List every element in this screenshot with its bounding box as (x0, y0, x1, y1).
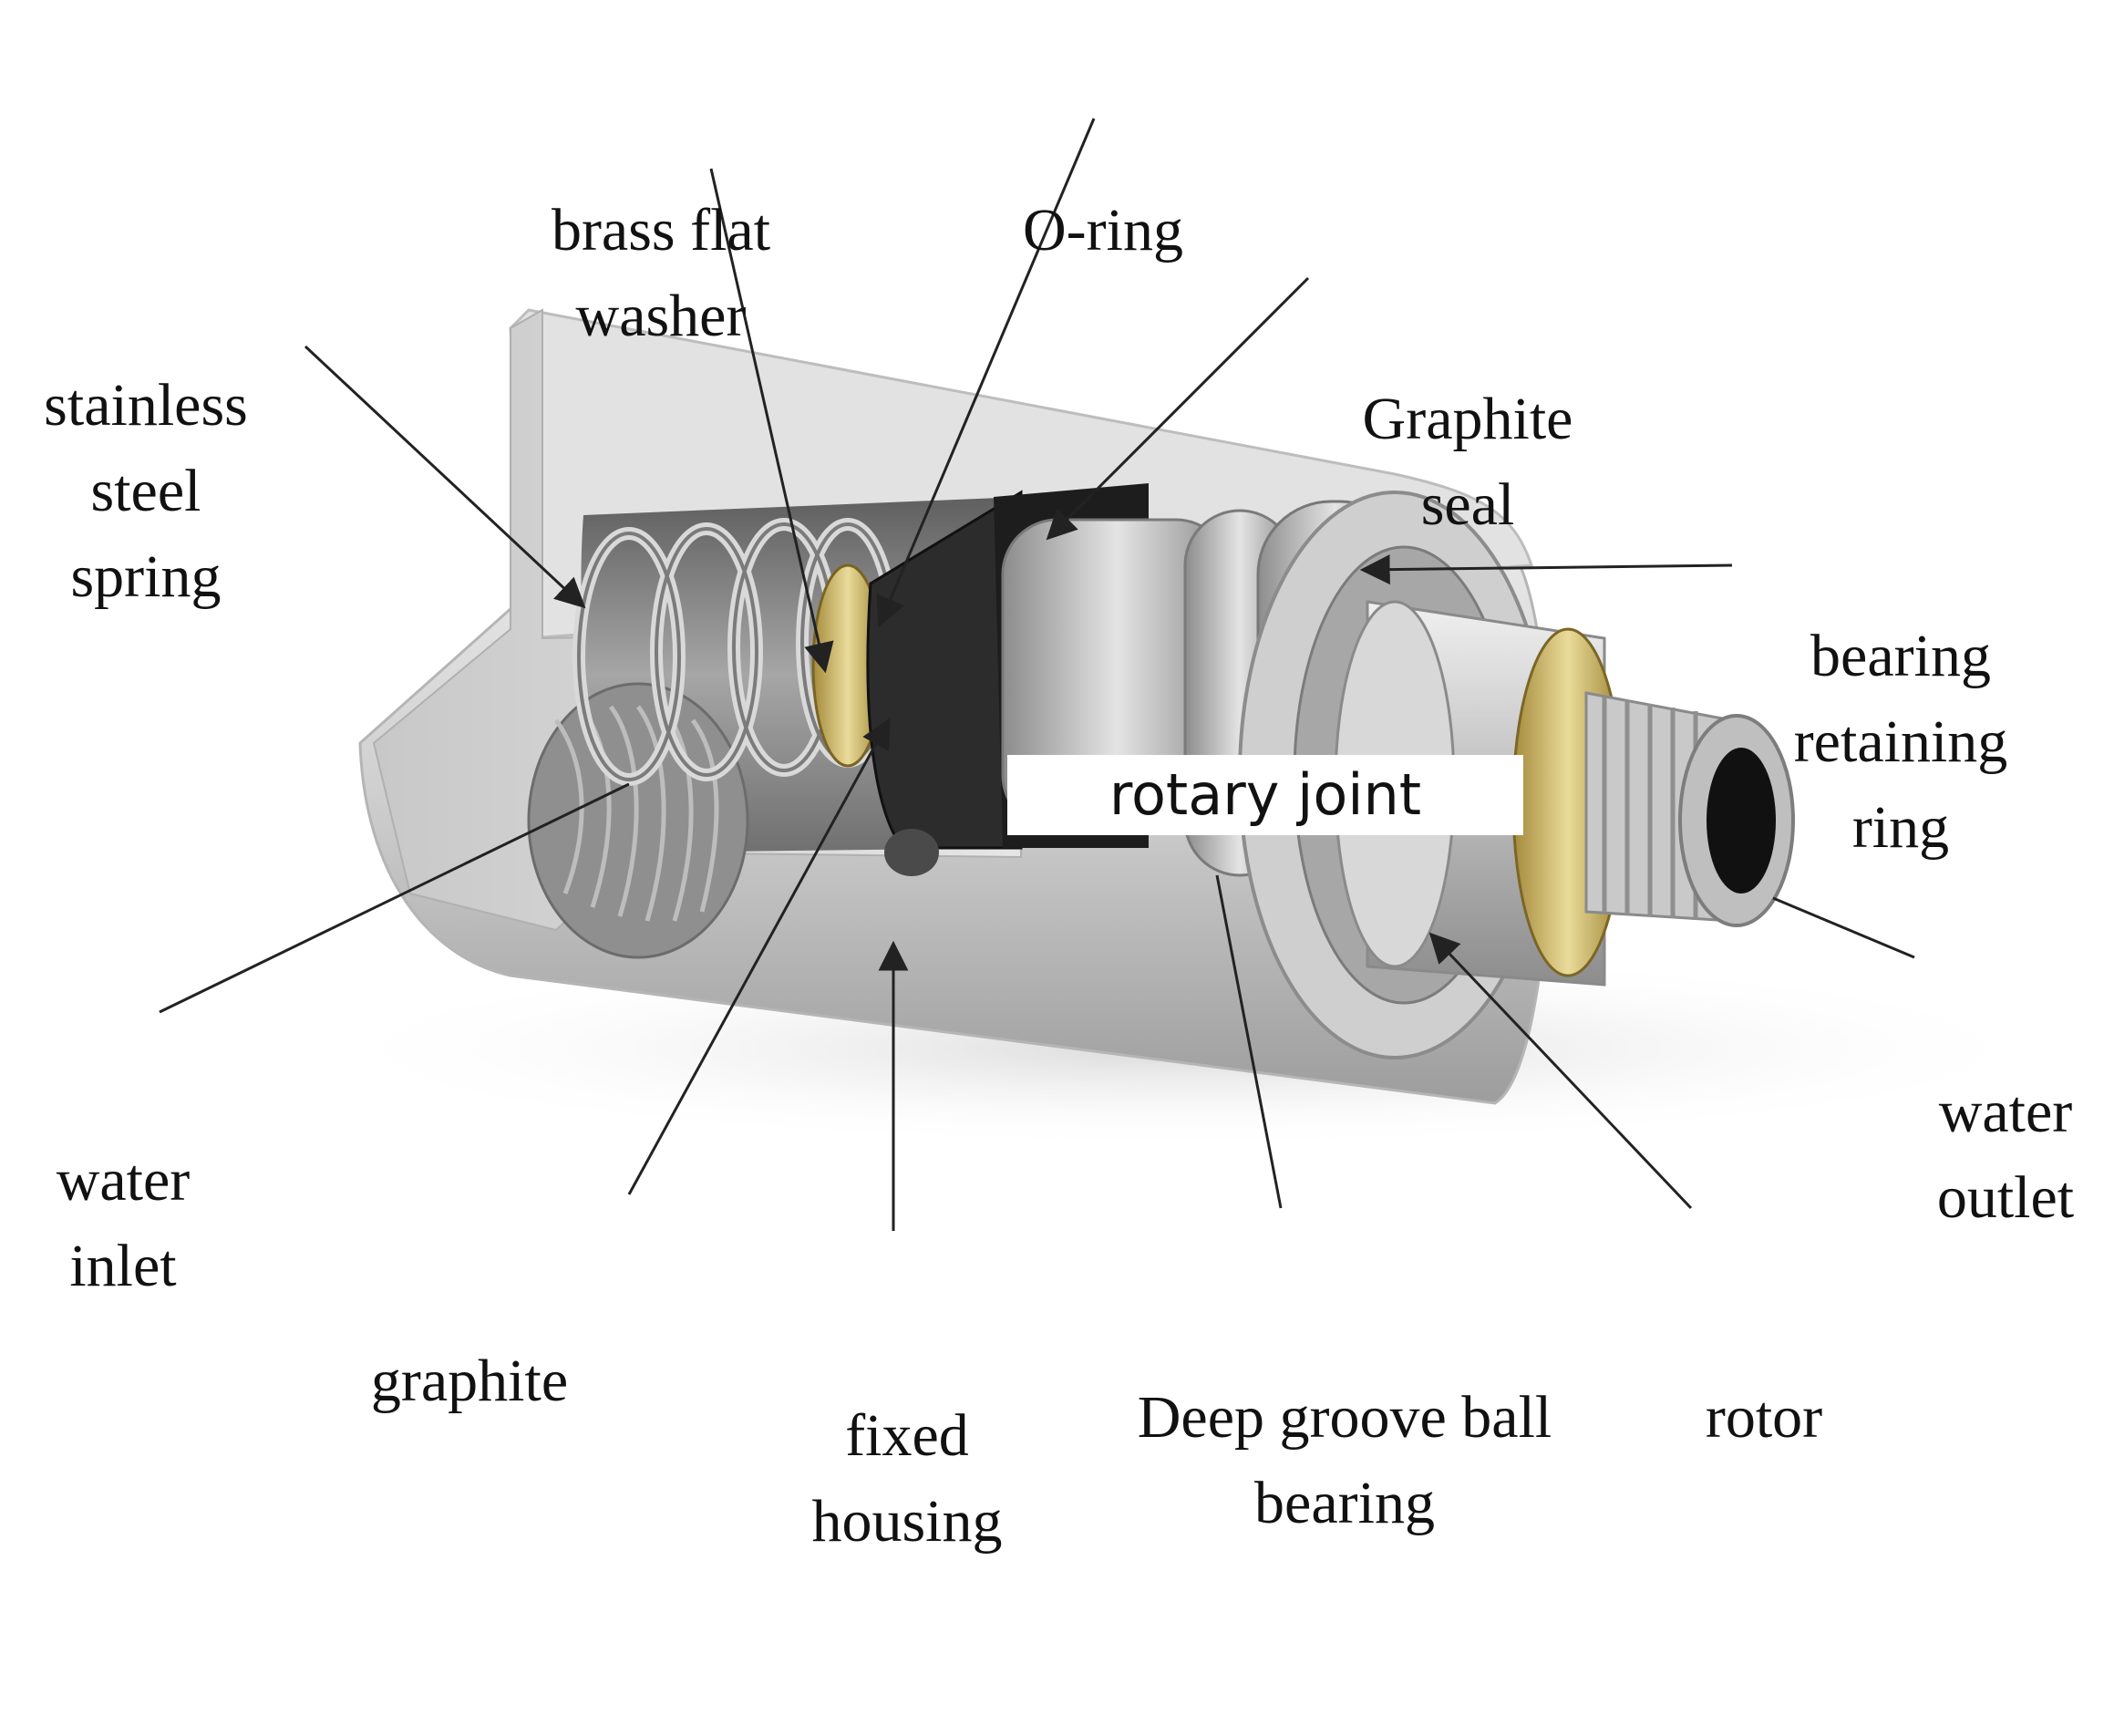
label-graphite: graphite (370, 1348, 569, 1414)
leader-o-ring (876, 118, 1096, 628)
spring-shading (577, 522, 895, 781)
label-rotary-joint: rotary joint (1007, 755, 1523, 835)
leader-water-inlet (159, 782, 630, 1014)
label-rotor: rotor (1705, 1384, 1823, 1451)
label-o-ring: O-ring (1023, 197, 1183, 264)
leader-ball-bearing (1215, 874, 1283, 1209)
leader-lines (159, 118, 1915, 1231)
leader-graphite (627, 718, 891, 1195)
leader-brass-washer (709, 168, 834, 674)
leader-rotor (1428, 932, 1693, 1210)
leader-graphite-seal (1046, 276, 1310, 541)
graphite-pin (884, 829, 939, 876)
leader-spring (304, 345, 586, 609)
outlet-bore (1707, 748, 1776, 894)
leader-retaining-ring (1359, 554, 1733, 585)
leader-water-outlet (1772, 896, 1915, 959)
